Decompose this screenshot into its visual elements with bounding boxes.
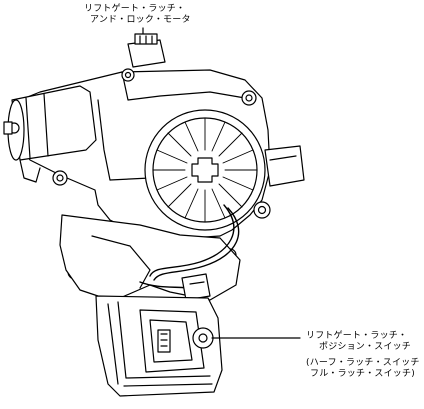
side-bracket (264, 145, 305, 187)
motor-label-line-2: アンド・ロック・モータ (90, 15, 191, 25)
gear-spokes (152, 117, 258, 223)
motor-cylinder (3, 85, 97, 183)
switch-label-line-3: (ハーフ・ラッチ・スイッチ (306, 358, 420, 368)
switch-label-line-1: リフトゲート・ラッチ・ (306, 331, 408, 341)
wire-connector (181, 273, 211, 301)
switch-housing (95, 295, 223, 397)
motor-label-line-1: リフトゲート・ラッチ・ (84, 4, 186, 14)
switch-label-line-2: ポジション・スイッチ (319, 342, 412, 352)
switch-label-line-4: フル・ラッチ・スイッチ) (310, 369, 415, 379)
motor-connector (127, 33, 166, 68)
gear-wheel (144, 109, 266, 231)
gear-hub (191, 157, 219, 183)
